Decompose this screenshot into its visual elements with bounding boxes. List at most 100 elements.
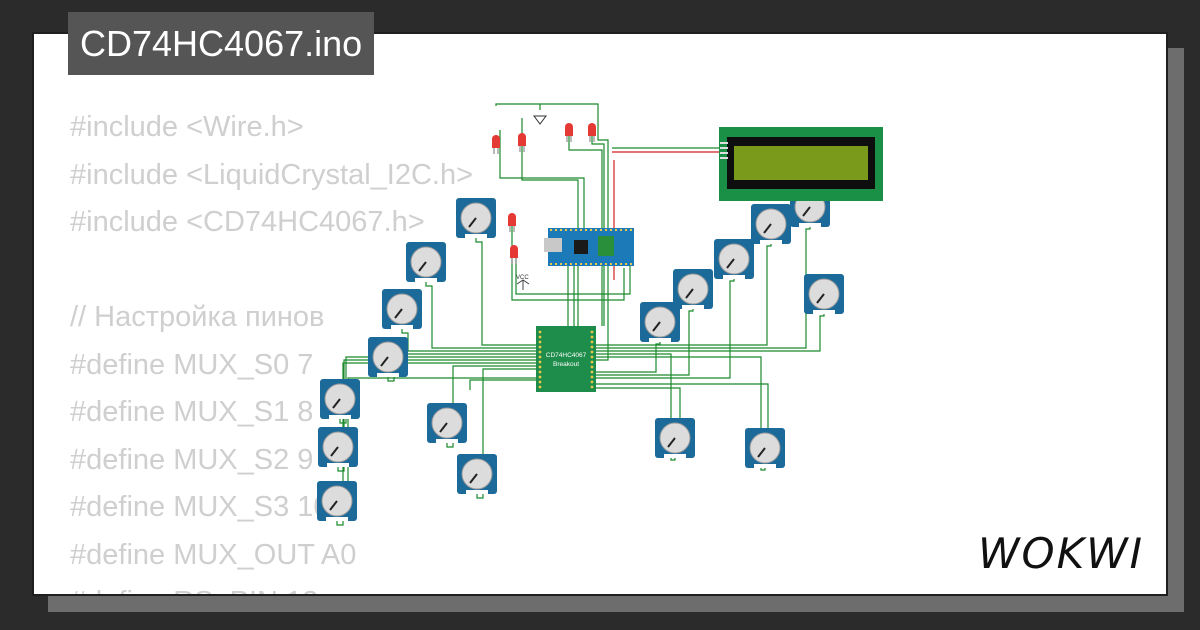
vcc-label: VCC [516,275,529,281]
pot-pointer [439,422,448,433]
wire [596,356,766,471]
wire [596,387,681,420]
mux-pin [538,385,542,389]
wire [596,307,694,376]
nano-pad [598,236,614,256]
pot-pointer [418,261,427,272]
lcd-pin [720,147,728,149]
wire [596,225,811,349]
lcd-screen [734,146,868,180]
code-line: #define RS_PIN 12 [70,579,473,594]
led [565,123,573,142]
code-line: #define MUX_S1 8 [70,396,314,428]
vcc-symbol [516,279,530,290]
wire [446,365,536,448]
mux-pin [590,330,594,334]
pot-pins [723,275,745,279]
pot-pins [329,415,351,419]
potentiometer [456,198,496,238]
pot-pointer [685,288,694,299]
mux-pin [590,365,594,369]
potentiometer [320,379,360,419]
pot-pointer [726,258,735,269]
potentiometer [368,337,408,377]
mux-pin [538,345,542,349]
pot-pins [377,373,399,377]
mux-pin [590,380,594,384]
lcd-display [719,127,883,201]
mux-pin [590,355,594,359]
mux-pin [538,375,542,379]
project-title[interactable]: CD74HC4067.ino [68,12,375,75]
mux-pin [590,340,594,344]
wire [596,277,735,379]
pot-pins [436,439,458,443]
potentiometer [640,302,680,342]
pot-pins [326,517,348,521]
pot-pointer [816,293,825,304]
pot-pins [465,234,487,238]
mux-pin [590,375,594,379]
preview-card: #include <Wire.h> #include <LiquidCrystal… [32,32,1168,596]
wire [596,312,825,352]
nano-board [548,228,634,266]
wire [596,340,661,373]
code-line: #define MUX_S0 7 [70,348,314,381]
pot-pins [754,464,776,468]
code-preview: #include <Wire.h> #include <LiquidCrystal… [70,104,474,594]
led-body [510,245,518,258]
pot-pointer [329,500,338,511]
pot-pointer [757,447,766,458]
pot-pins [466,490,488,494]
mux-pcb [536,326,596,392]
potentiometer [318,427,358,467]
potentiometer [673,269,713,309]
potentiometer [804,274,844,314]
potentiometer [406,242,446,282]
code-line: // Настройка пинов [70,301,325,333]
wire [476,368,536,499]
pot-pointer [763,223,772,234]
pot-pins [649,338,671,342]
led-body [508,213,516,226]
pot-pointer [380,356,389,367]
led [518,133,526,152]
wokwi-logo[interactable]: WOKWI [976,524,1152,580]
pot-pins [391,325,413,329]
led [508,213,516,232]
mux-pin [538,355,542,359]
mux-pin [590,385,594,389]
potentiometer [382,289,422,329]
led-body [565,123,573,136]
pot-pointer [394,308,403,319]
potentiometer [714,239,754,279]
mux-pin [538,360,542,364]
mux-pin [590,370,594,374]
nano-chip [574,240,588,254]
potentiometer [457,454,497,494]
mux-pin [590,350,594,354]
code-line: #define MUX_OUT A0 [70,538,357,571]
pot-pins [760,240,782,244]
mux-label: CD74HC4067 [546,352,587,359]
mux-pin [590,335,594,339]
pot-pointer [332,398,341,409]
pot-pins [327,463,349,467]
wire [336,362,536,526]
pot-pointer [802,206,811,217]
led-body [492,135,500,148]
lcd-pin [720,142,728,144]
code-line: #include <Wire.h> [70,111,304,143]
code-line: #include <LiquidCrystal_I2C.h> [70,158,474,191]
mux-pin [538,330,542,334]
pot-pins [415,278,437,282]
code-line: #define MUX_S3 10 [70,491,330,523]
pot-pointer [469,473,478,484]
wire [596,242,772,346]
pot-pins [682,305,704,309]
potentiometer [317,481,357,521]
potentiometer [745,428,785,468]
pot-pins [799,223,821,227]
lcd-pin [720,152,728,154]
